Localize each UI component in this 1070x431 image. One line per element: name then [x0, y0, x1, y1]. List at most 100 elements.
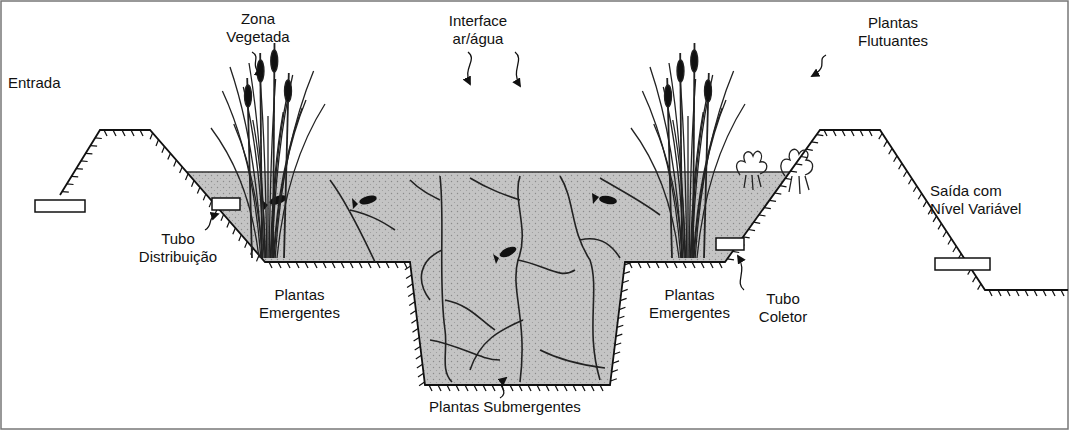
inlet-label: Entrada — [8, 74, 78, 92]
hatch-stroke — [869, 130, 872, 136]
hatch-stroke — [748, 230, 755, 231]
hatch-stroke — [889, 148, 892, 154]
hatch-stroke — [429, 385, 432, 391]
hatch-stroke — [72, 176, 79, 178]
reed-blade — [222, 91, 260, 258]
hatch-stroke — [519, 385, 522, 391]
hatch-stroke — [884, 141, 887, 147]
hatch-stroke — [1007, 290, 1010, 296]
hatch-stroke — [617, 325, 623, 327]
outlet-label: Saída com Nível Variável — [930, 182, 1038, 218]
hatch-stroke — [395, 262, 398, 268]
hatch-stroke — [245, 242, 248, 248]
hatch-stroke — [656, 262, 659, 268]
hatch-stroke — [998, 290, 1001, 296]
hatch-stroke — [842, 130, 845, 136]
hatch-stroke — [67, 183, 74, 185]
hatch-stroke — [492, 385, 495, 391]
hatch-stroke — [156, 140, 159, 146]
hatch-stroke — [305, 262, 308, 268]
hatch-stroke — [465, 385, 468, 391]
cattail-stalk — [260, 53, 262, 258]
hatch-stroke — [323, 262, 326, 268]
submerged-plants — [330, 176, 660, 382]
plant-label: Plantas Emergentes — [252, 286, 347, 322]
hatch-stroke — [909, 179, 912, 185]
hatch-stroke — [817, 135, 824, 136]
hatch-stroke — [227, 221, 230, 227]
hatch-stroke — [122, 130, 125, 136]
hatch-stroke — [899, 163, 902, 169]
hatch-stroke — [615, 343, 621, 345]
hatch-stroke — [413, 329, 419, 333]
cattail-head — [677, 60, 684, 82]
cattail-head — [245, 85, 252, 107]
hatch-stroke — [474, 385, 477, 391]
hatch-stroke — [564, 385, 567, 391]
plant-label: Plantas Flutuantes — [848, 14, 938, 50]
hatch-stroke — [674, 262, 677, 268]
hatch-stroke — [812, 142, 819, 143]
hatch-stroke — [953, 246, 956, 252]
hatch-stroke — [81, 160, 88, 162]
hatch-stroke — [619, 307, 625, 309]
hatch-stroke — [131, 130, 134, 136]
hatch-stroke — [239, 235, 242, 241]
hatch-stroke — [621, 289, 627, 291]
reed-blade — [230, 67, 262, 258]
hatch-stroke — [386, 262, 389, 268]
hatch-stroke — [638, 262, 641, 268]
hatch-stroke — [140, 130, 143, 136]
hatch-stroke — [410, 311, 416, 315]
ground-hatching — [62, 130, 1064, 391]
hatch-stroke — [948, 239, 951, 245]
hatch-stroke — [1043, 290, 1046, 296]
collector-pipe — [716, 238, 744, 250]
pipes — [35, 198, 990, 270]
hatch-stroke — [409, 302, 415, 306]
hatch-stroke — [943, 231, 946, 237]
hatch-stroke — [404, 262, 407, 268]
hatch-stroke — [377, 262, 380, 268]
hatch-stroke — [612, 370, 618, 372]
reed-blade — [267, 116, 268, 258]
hatch-stroke — [186, 174, 189, 180]
pipe-label: Tubo Distribuição — [128, 230, 228, 266]
hatch-stroke — [1025, 290, 1028, 296]
zone-label: Zona Vegetada — [222, 10, 294, 46]
hatch-stroke — [192, 181, 195, 187]
hatch-stroke — [162, 147, 165, 153]
hatch-stroke — [620, 298, 626, 300]
inlet-pipe — [35, 200, 85, 212]
floating-plants — [737, 149, 813, 194]
hatch-stroke — [419, 382, 425, 386]
interface-label: Interface ar/água — [438, 12, 518, 48]
hatch-stroke — [614, 352, 620, 354]
hatch-stroke — [418, 373, 424, 377]
hatch-stroke — [801, 157, 808, 158]
reed-blade — [687, 116, 688, 258]
hatch-stroke — [350, 262, 353, 268]
hatch-stroke — [647, 262, 650, 268]
cattail-head — [705, 80, 712, 102]
hatch-stroke — [683, 262, 686, 268]
plant-label: Plantas Submergentes — [405, 398, 605, 416]
hatch-stroke — [332, 262, 335, 268]
hatch-stroke — [613, 361, 619, 363]
reed-blade — [650, 67, 682, 258]
outlet-pipe — [935, 258, 990, 270]
hatch-stroke — [314, 262, 317, 268]
hatch-stroke — [618, 316, 624, 318]
hatch-stroke — [221, 214, 224, 220]
hatch-stroke — [414, 337, 420, 341]
hatch-stroke — [555, 385, 558, 391]
cattail-head — [691, 50, 698, 72]
reed-blade — [642, 91, 680, 258]
hatch-stroke — [938, 224, 941, 230]
hatch-stroke — [918, 194, 921, 200]
hatch-stroke — [769, 200, 776, 201]
hatch-stroke — [537, 385, 540, 391]
hatch-stroke — [879, 133, 882, 139]
